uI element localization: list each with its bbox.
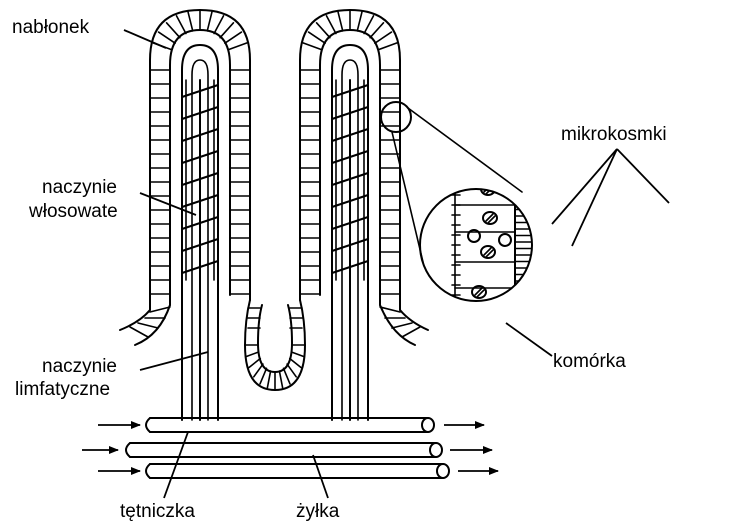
cell-divider <box>375 32 392 43</box>
label-arteriole: tętniczka <box>120 501 195 522</box>
labels: nabłonek naczynie włosowate naczynie lim… <box>12 17 667 522</box>
crypt <box>245 300 305 390</box>
crypt-inner <box>258 305 292 372</box>
zoom-line-bottom <box>392 132 423 262</box>
cell-divider <box>392 323 412 328</box>
cell-divider <box>267 371 270 388</box>
label-epithelium: nabłonek <box>12 17 90 38</box>
cell-divider <box>290 359 301 368</box>
cell-divider <box>167 23 180 38</box>
cell-divider <box>225 32 242 43</box>
leader-cell <box>506 323 552 356</box>
cell-divider <box>370 23 383 38</box>
magnification-inset <box>381 102 535 322</box>
right-villus <box>300 10 400 420</box>
cell-divider <box>402 327 420 337</box>
cell-divider <box>188 11 193 30</box>
arteriole-vessel <box>146 418 434 432</box>
leader-venule <box>313 455 328 498</box>
magnified-area-marker <box>381 102 411 132</box>
label-capillaries-line1: naczynie <box>42 177 117 198</box>
cell-divider <box>177 16 186 34</box>
leader-lymphatic <box>140 352 208 370</box>
cell-divider <box>220 23 233 38</box>
cell-divider <box>287 364 296 377</box>
cell-divider <box>207 11 212 30</box>
cell-divider <box>303 43 322 50</box>
leader-microvilli-1 <box>552 149 617 224</box>
cell-divider <box>214 16 223 34</box>
label-lymphatic-line1: naczynie <box>42 356 117 377</box>
cell-divider <box>317 23 330 38</box>
cell-divider <box>138 323 158 328</box>
leader-microvilli-2 <box>572 149 617 246</box>
cell-nucleus <box>485 310 499 322</box>
cell-divider <box>279 371 282 388</box>
label-cell: komórka <box>553 351 626 372</box>
label-venule: żyłka <box>296 501 340 522</box>
zoom-line-top <box>408 108 522 192</box>
cell-divider <box>260 368 267 384</box>
label-lymphatic-line2: limfatyczne <box>15 379 110 400</box>
right-outer-mucosa <box>400 310 428 330</box>
vesicle <box>499 234 511 246</box>
base-epithelial-cells <box>130 307 420 337</box>
leader-lines <box>124 30 669 498</box>
lymph-collecting-vessel <box>146 464 449 478</box>
cell-divider <box>228 43 247 50</box>
cell-divider <box>159 32 176 43</box>
cell-divider <box>291 352 304 357</box>
cell-divider <box>327 16 336 34</box>
nucleus-hatch <box>490 314 497 321</box>
left-villus <box>150 10 250 420</box>
leader-microvilli-3 <box>617 149 669 203</box>
cell-divider <box>246 352 259 357</box>
cell-divider <box>364 16 373 34</box>
cell-divider <box>378 43 397 50</box>
cell-divider <box>254 364 263 377</box>
left-outer-mucosa <box>120 310 150 330</box>
nucleus-hatch <box>488 312 495 319</box>
label-capillaries-line2: włosowate <box>28 201 118 222</box>
label-microvilli: mikrokosmki <box>561 124 667 145</box>
cell-divider <box>338 11 343 30</box>
cell-divider <box>130 327 148 337</box>
cell-divider <box>357 11 362 30</box>
cell-divider <box>309 32 326 43</box>
cell-divider <box>284 368 291 384</box>
cell-divider <box>249 359 260 368</box>
crypt-epithelial-cells <box>245 308 305 390</box>
venule-vessel <box>126 443 442 457</box>
